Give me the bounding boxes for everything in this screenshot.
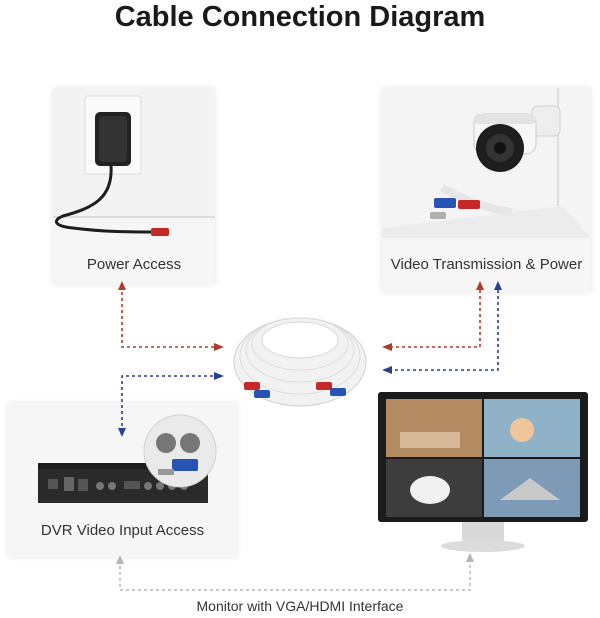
bnc-port-zoom-icon — [143, 414, 217, 488]
power-adapter-illustration — [53, 88, 215, 236]
bullet-camera-icon — [473, 113, 537, 172]
bnc-connector-icon — [430, 184, 513, 219]
power-access-label: Power Access — [86, 256, 182, 273]
monitor-connection-line — [119, 556, 471, 591]
dvr-illustration — [38, 414, 217, 503]
cable-reel-icon — [233, 317, 367, 407]
video-transmission-card: Video Transmission & Power — [382, 88, 591, 292]
video-transmission-label: Video Transmission & Power — [390, 256, 583, 273]
monitor-interface-label: Monitor with VGA/HDMI Interface — [196, 598, 404, 614]
camera-illustration — [382, 88, 591, 238]
dvr-input-label: DVR Video Input Access — [40, 522, 205, 539]
power-access-card: Power Access — [53, 88, 215, 284]
monitor-icon — [378, 392, 588, 552]
dvr-card: DVR Video Input Access — [8, 403, 237, 557]
camera-video-line — [390, 284, 499, 371]
diagram-title: Cable Connection Diagram — [114, 1, 486, 33]
dvr-video-line — [121, 375, 216, 432]
power-to-cable-line — [121, 286, 216, 348]
camera-power-line — [390, 284, 481, 348]
dc-plug-icon — [151, 228, 169, 236]
